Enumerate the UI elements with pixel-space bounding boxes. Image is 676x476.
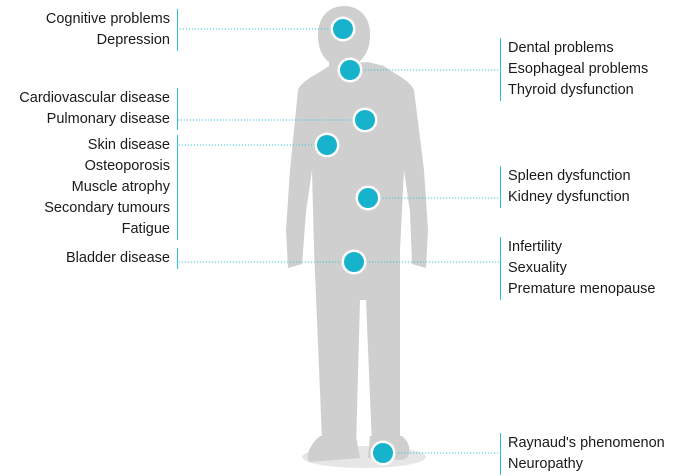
marker-head: [331, 17, 356, 42]
marker-skin: [315, 133, 340, 158]
label-bladder-disease: Bladder disease: [66, 248, 170, 269]
group-neck: Dental problems Esophageal problems Thyr…: [500, 38, 648, 101]
label-skin-disease: Skin disease: [44, 135, 170, 156]
label-premature-menopause: Premature menopause: [508, 279, 656, 300]
marker-chest: [353, 108, 378, 133]
label-spleen-dysfunction: Spleen dysfunction: [508, 166, 631, 187]
left-shoe: [308, 436, 360, 462]
label-neuropathy: Neuropathy: [508, 454, 665, 475]
label-muscle-atrophy: Muscle atrophy: [44, 177, 170, 198]
label-cardiovascular-disease: Cardiovascular disease: [19, 88, 170, 109]
group-bladder: Bladder disease: [66, 248, 178, 269]
group-chest: Cardiovascular disease Pulmonary disease: [19, 88, 178, 130]
group-skin: Skin disease Osteoporosis Muscle atrophy…: [44, 135, 178, 240]
label-osteoporosis: Osteoporosis: [44, 156, 170, 177]
group-abdomen: Spleen dysfunction Kidney dysfunction: [500, 166, 631, 208]
label-cognitive-problems: Cognitive problems: [46, 9, 170, 30]
label-raynauds-phenomenon: Raynaud's phenomenon: [508, 433, 665, 454]
label-dental-problems: Dental problems: [508, 38, 648, 59]
label-infertility: Infertility: [508, 237, 656, 258]
label-kidney-dysfunction: Kidney dysfunction: [508, 187, 631, 208]
marker-foot: [371, 441, 396, 466]
label-fatigue: Fatigue: [44, 219, 170, 240]
label-secondary-tumours: Secondary tumours: [44, 198, 170, 219]
marker-neck: [338, 58, 363, 83]
label-pulmonary-disease: Pulmonary disease: [19, 109, 170, 130]
marker-abdomen: [356, 186, 381, 211]
marker-bladder: [342, 250, 367, 275]
label-thyroid-dysfunction: Thyroid dysfunction: [508, 80, 648, 101]
group-reproductive: Infertility Sexuality Premature menopaus…: [500, 237, 656, 300]
label-depression: Depression: [46, 30, 170, 51]
group-head: Cognitive problems Depression: [46, 9, 178, 51]
label-sexuality: Sexuality: [508, 258, 656, 279]
label-esophageal-problems: Esophageal problems: [508, 59, 648, 80]
group-foot: Raynaud's phenomenon Neuropathy: [500, 433, 665, 475]
